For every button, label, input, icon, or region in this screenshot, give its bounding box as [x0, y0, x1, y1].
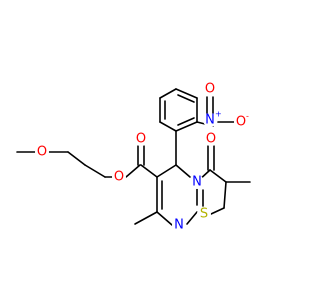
positive-charge-label: +	[215, 110, 222, 119]
ring-sulfur-label: S	[200, 207, 208, 222]
bond	[209, 169, 227, 183]
bond	[125, 164, 141, 178]
bond	[140, 164, 158, 178]
bond	[186, 211, 198, 225]
bond	[84, 164, 106, 178]
bond	[156, 164, 177, 178]
bond	[210, 207, 225, 215]
lactam-carbonyl-oxygen-label: O	[206, 132, 216, 147]
bond	[223, 181, 227, 209]
bond	[177, 117, 195, 126]
bond	[175, 88, 198, 99]
bond	[175, 164, 191, 178]
chemical-structure: O O O O O O - N + N N S	[16, 82, 251, 233]
nitro-oxide-oxygen-label: O	[236, 115, 246, 130]
nitro-oxygen-label: O	[205, 82, 215, 97]
ester-carbonyl-oxygen-label: O	[136, 132, 146, 147]
ring-nitrogen-imine-label: N	[174, 218, 184, 233]
atoms: O O O O O O - N + N N S	[35, 82, 249, 233]
bond	[156, 211, 173, 226]
negative-charge-label: -	[246, 112, 249, 121]
bond	[67, 151, 86, 166]
ester-oxygen-label: O	[114, 170, 124, 185]
bond	[175, 121, 198, 132]
bond	[177, 94, 195, 103]
nitro-nitrogen-label: N	[205, 113, 215, 128]
ring-nitrogen-fused-label: N	[192, 175, 202, 190]
bond	[159, 121, 177, 132]
ether-oxygen-label: O	[37, 145, 47, 160]
bond	[159, 88, 177, 99]
bonds	[16, 88, 251, 226]
bond	[134, 211, 158, 225]
